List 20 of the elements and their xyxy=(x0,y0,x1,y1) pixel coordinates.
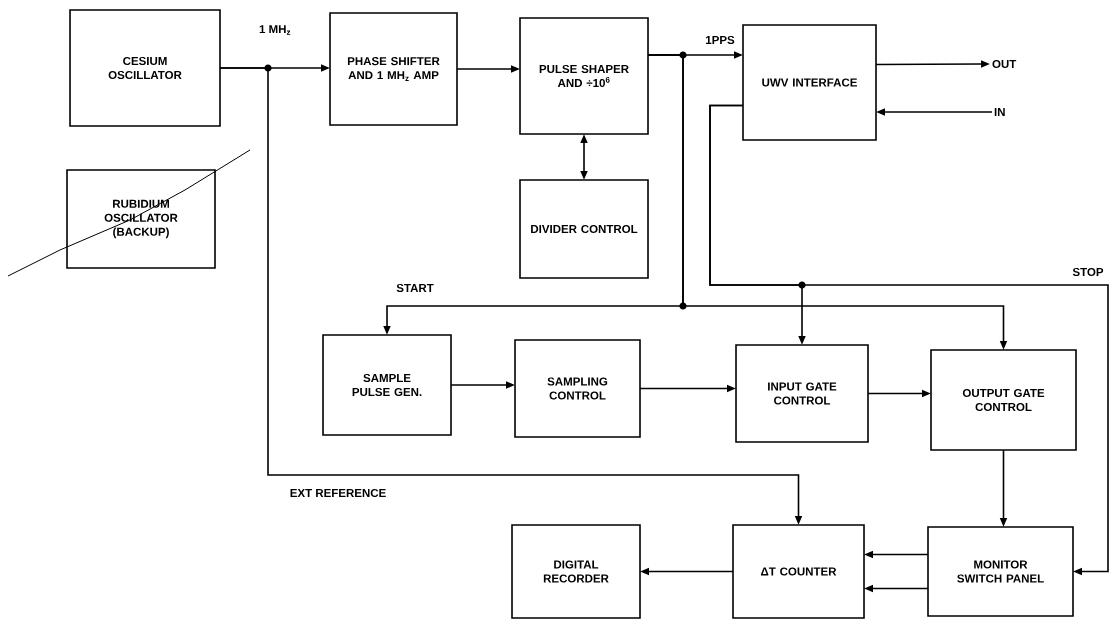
block-box: ΔT COUNTER xyxy=(732,524,865,619)
edge-label: 1 MH$_{z}$ xyxy=(258,24,292,36)
block-box: DIVIDER CONTROL xyxy=(519,179,649,279)
arrow xyxy=(709,104,1109,576)
port-label: IN xyxy=(994,108,1005,116)
block-box: SAMPLING CONTROL xyxy=(514,339,641,438)
block-box: PULSE SHAPER AND ÷10$^{6}$ xyxy=(519,17,649,135)
block-box: OUTPUT GATE CONTROL xyxy=(930,349,1077,451)
block-box: DIGITAL RECORDER xyxy=(511,524,641,619)
edge-label: START xyxy=(395,282,435,294)
port-label: OUT xyxy=(992,59,1017,69)
edge-label: 1PPS xyxy=(704,34,736,46)
block-box: PHASE SHIFTER AND 1 MH$_{z}$ AMP xyxy=(329,12,458,126)
block-box: SAMPLE PULSE GEN. xyxy=(322,334,452,436)
block-box: INPUT GATE CONTROL xyxy=(735,344,869,443)
edge-label: EXT REFERENCE xyxy=(288,487,388,499)
block-box: UWV INTERFACE xyxy=(742,24,877,141)
edge-label: STOP xyxy=(1071,266,1105,278)
block-box: MONITOR SWITCH PANEL xyxy=(927,526,1074,617)
block-box: CESIUM OSCILLATOR xyxy=(69,9,221,127)
